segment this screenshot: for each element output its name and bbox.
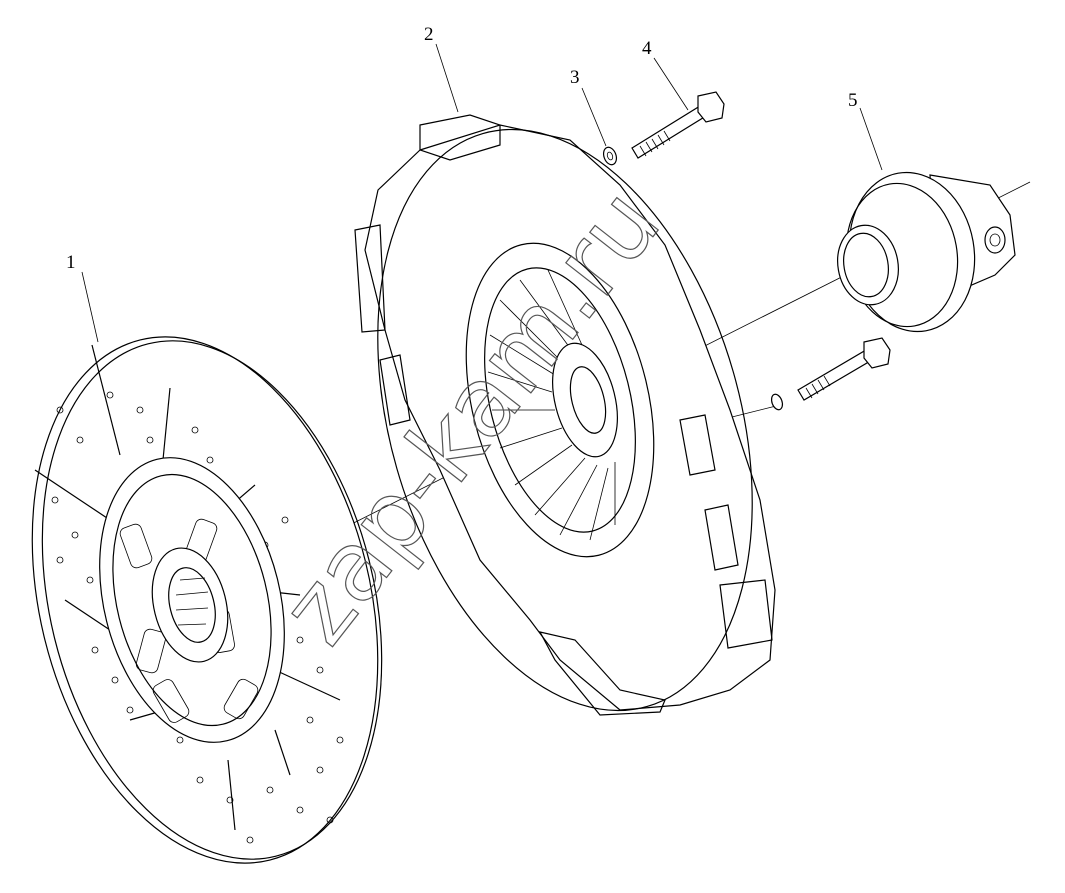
callout-1-label: 1 [66,252,76,273]
lock-washer [602,146,784,411]
callout-3: 3 [570,67,607,147]
callout-5: 5 [848,90,883,171]
bolt [631,91,891,401]
clutch-disc [31,336,383,864]
callout-3-label: 3 [570,67,580,88]
release-bearing [837,171,1016,333]
callout-1: 1 [66,252,99,343]
callout-2-label: 2 [424,24,434,45]
callout-4: 4 [642,38,689,111]
callout-5-label: 5 [848,90,858,111]
callout-4-label: 4 [642,38,652,59]
callout-2: 2 [424,24,459,113]
pressure-plate [354,114,776,716]
